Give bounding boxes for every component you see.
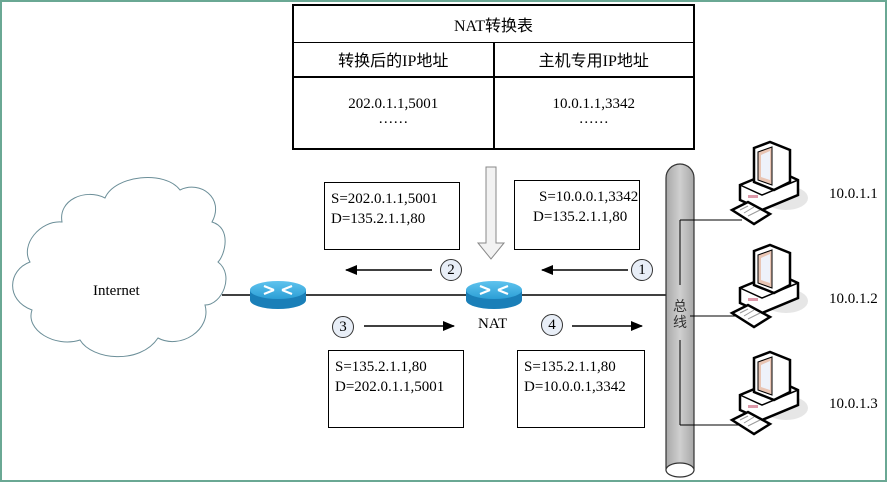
packet-box-step-2: S=202.0.1.1,5001 D=135.2.1.1,80 — [324, 182, 460, 250]
table-lookup-arrow — [476, 166, 506, 260]
edge-router-icon — [250, 281, 306, 309]
host-3-computer-icon — [729, 350, 808, 436]
step-4-marker: 4 — [541, 314, 563, 336]
nat-entry-ellipsis-right: …… — [578, 111, 609, 127]
packet-2-dest: D=135.2.1.1,80 — [331, 211, 426, 227]
step-2-marker: 2 — [440, 259, 462, 281]
host-2-ip: 10.0.1.2 — [829, 291, 878, 307]
internet-label: Internet — [93, 283, 140, 299]
nat-entry-translated-0: 202.0.1.1,5001 — [348, 96, 439, 112]
host-1-ip: 10.0.1.1 — [829, 186, 878, 202]
nat-cell-translated: 202.0.1.1,5001 …… — [294, 78, 495, 148]
bus-cylinder — [665, 163, 742, 478]
packet-4-dest: D=10.0.0.1,3342 — [524, 379, 626, 395]
nat-table-header-row: 转换后的IP地址 主机专用IP地址 — [294, 42, 693, 78]
internet-cloud — [12, 177, 227, 358]
packet-box-step-1: S=10.0.0.1,3342 D=135.2.1.1,80 — [514, 180, 640, 250]
packet-3-dest: D=202.0.1.1,5001 — [335, 379, 445, 395]
host-3-ip: 10.0.1.3 — [829, 396, 878, 412]
nat-table-title: NAT转换表 — [294, 6, 693, 43]
nat-table-body: 202.0.1.1,5001 …… 10.0.1.1,3342 …… — [294, 78, 693, 148]
packet-1-source: S=10.0.0.1,3342 — [539, 189, 639, 205]
host-2-computer-icon — [729, 243, 808, 329]
nat-router-icon — [466, 281, 522, 309]
packet-box-step-4: S=135.2.1.1,80 D=10.0.0.1,3342 — [517, 350, 645, 428]
nat-table: NAT转换表 转换后的IP地址 主机专用IP地址 202.0.1.1,5001 … — [292, 4, 695, 150]
packet-1-dest: D=135.2.1.1,80 — [533, 209, 628, 225]
nat-entry-ellipsis-left: …… — [378, 111, 409, 127]
packet-3-source: S=135.2.1.1,80 — [335, 359, 427, 375]
host-1-computer-icon — [729, 140, 808, 226]
packet-4-source: S=135.2.1.1,80 — [524, 359, 616, 375]
header-translated-ip: 转换后的IP地址 — [294, 42, 495, 76]
header-private-ip: 主机专用IP地址 — [538, 53, 649, 70]
packet-box-step-3: S=135.2.1.1,80 D=202.0.1.1,5001 — [328, 350, 464, 428]
bus-label: 总线 — [673, 300, 687, 331]
nat-entry-private-0: 10.0.1.1,3342 — [552, 96, 636, 112]
nat-router-label: NAT — [478, 316, 508, 332]
step-1-marker: 1 — [631, 259, 653, 281]
packet-2-source: S=202.0.1.1,5001 — [331, 191, 438, 207]
step-3-marker: 3 — [332, 316, 354, 338]
nat-cell-private: 10.0.1.1,3342 …… — [495, 78, 694, 148]
